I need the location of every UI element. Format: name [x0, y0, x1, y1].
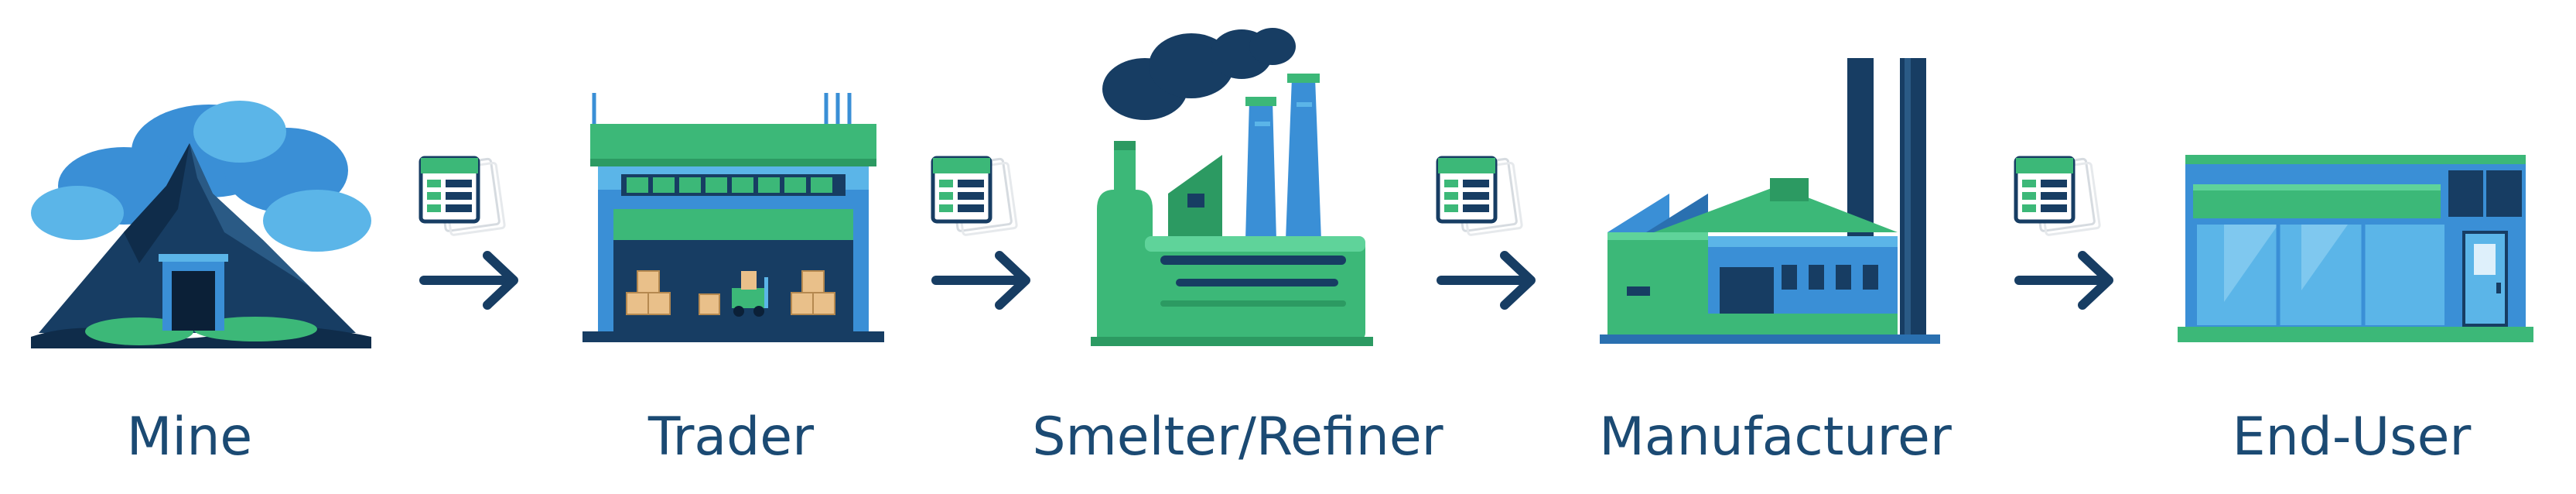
step-label-smelter-refiner: Smelter/Refiner [1032, 407, 1443, 468]
document-arrow-icon [931, 156, 1030, 310]
step-label-trader: Trader [647, 407, 815, 468]
smelter-factory-icon [1091, 28, 1373, 346]
mine-icon [31, 101, 371, 348]
document-arrow-icon [2014, 156, 2113, 310]
manufacturing-plant-icon [1600, 58, 1940, 344]
warehouse-icon [583, 93, 884, 342]
storefront-icon [2178, 155, 2533, 342]
document-arrow-icon [1436, 156, 1536, 310]
step-label-end-user: End-User [2232, 407, 2472, 468]
step-label-manufacturer: Manufacturer [1599, 407, 1952, 468]
document-arrow-icon [419, 156, 518, 310]
step-label-mine: Mine [126, 407, 253, 468]
